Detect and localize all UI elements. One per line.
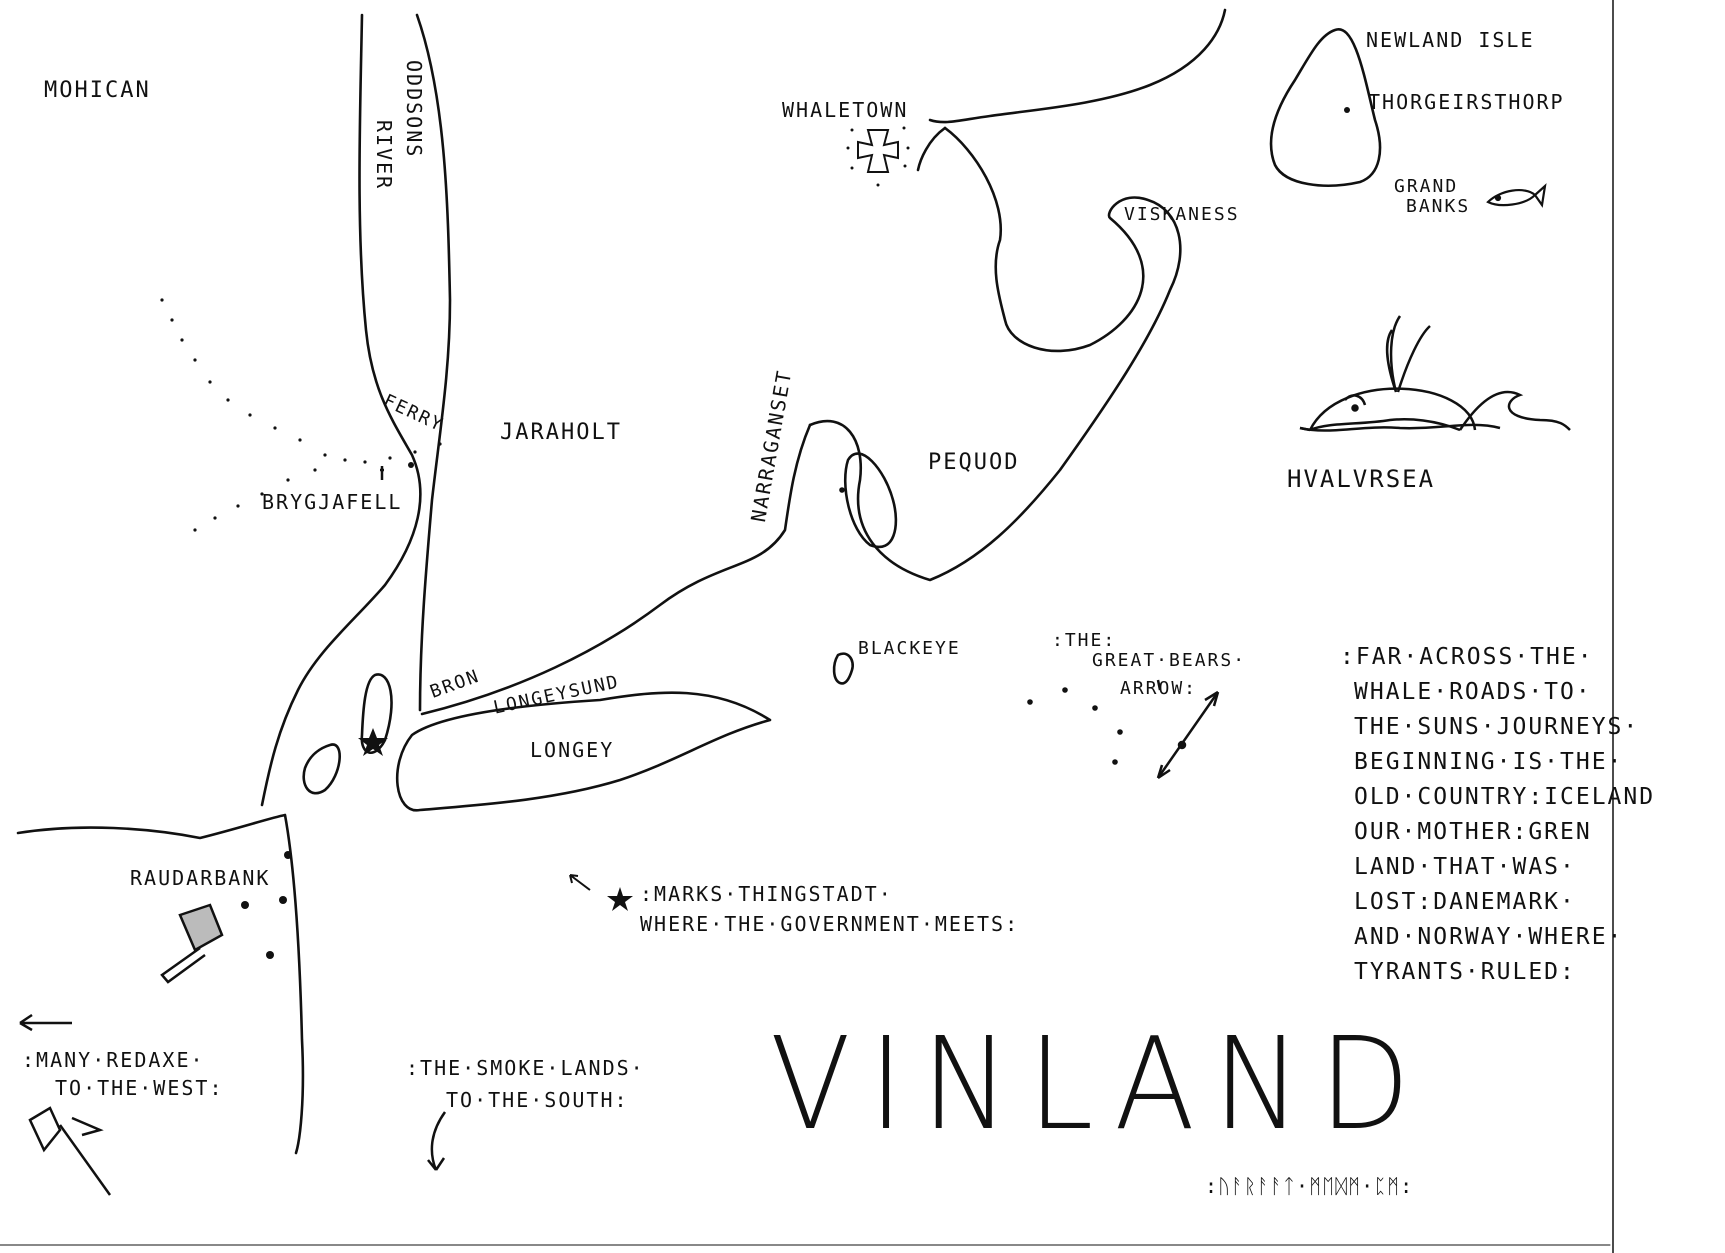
south-note-line2: TO·THE·SOUTH: xyxy=(446,1088,629,1112)
south-note-line1: :THE·SMOKE·LANDS· xyxy=(406,1056,645,1080)
label-whaletown: WHALETOWN xyxy=(782,98,909,122)
blackeye-isle xyxy=(832,652,854,685)
label-viskaness: VISKANESS xyxy=(1124,204,1240,225)
label-raudarbank: RAUDARBANK xyxy=(130,866,271,890)
thingstadt-note-line1: :MARKS·THINGSTADT· xyxy=(640,882,893,906)
river-east-bank xyxy=(415,13,452,712)
south-arrow-icon xyxy=(427,1111,447,1171)
runic-signature: :ᚢᚨᚱᚨᚨᛏ·ᛗᛖᛞᛗ·ᛈᛗ: xyxy=(1205,1174,1414,1198)
label-mohican: MOHICAN xyxy=(44,78,151,103)
constellation-stars xyxy=(839,107,1350,765)
river-west-bank xyxy=(260,13,422,807)
label-pequod: PEQUOD xyxy=(928,450,1020,475)
lore-line: LAND·THAT·WAS· xyxy=(1354,854,1576,880)
map-title: VINLAND xyxy=(770,1009,1429,1159)
label-grand: GRAND xyxy=(1394,176,1459,197)
lore-line: THE·SUNS·JOURNEYS· xyxy=(1354,714,1640,740)
islet-west xyxy=(302,743,341,795)
lore-line: BEGINNING·IS·THE· xyxy=(1354,749,1624,775)
coast-whaletown xyxy=(916,126,947,172)
lore-line: AND·NORWAY·WHERE· xyxy=(1354,924,1624,950)
west-note-line1: :MANY·REDAXE· xyxy=(22,1048,205,1072)
label-longey: LONGEY xyxy=(530,738,615,762)
label-jaraholt: JARAHOLT xyxy=(500,420,622,445)
lore-line: WHALE·ROADS·TO· xyxy=(1354,679,1592,705)
label-constellation-1: :THE: xyxy=(1052,630,1117,651)
newland-isle xyxy=(1269,28,1382,187)
legend-star-icon xyxy=(607,887,633,911)
whaletown-dots xyxy=(846,126,910,187)
brygjafell-marker-icon xyxy=(380,466,384,480)
lore-line: LOST:DANEMARK· xyxy=(1354,889,1576,915)
label-thorgeirsthorp: THORGEIRSTHORP xyxy=(1368,90,1565,114)
axe-icon xyxy=(160,903,224,984)
whale-icon xyxy=(1299,315,1571,432)
lore-text: :FAR·ACROSS·THE· WHALE·ROADS·TO· THE·SUN… xyxy=(1340,640,1655,990)
coast-longeysund xyxy=(420,423,812,716)
raudarbank-dots xyxy=(241,851,292,959)
dotted-trail-south xyxy=(193,468,317,532)
coast-narragansett xyxy=(808,126,1182,582)
label-oddsons: ODDSONS xyxy=(402,60,426,159)
lore-line: :FAR·ACROSS·THE· xyxy=(1340,644,1594,670)
label-constellation-3: ARROW: xyxy=(1120,678,1198,699)
legend-arrow-icon xyxy=(569,874,591,891)
lore-line: TYRANTS·RULED: xyxy=(1354,959,1576,985)
west-note-line2: TO·THE·WEST: xyxy=(55,1076,224,1100)
coast-southwest xyxy=(16,813,305,1155)
label-newland-isle: NEWLAND ISLE xyxy=(1366,28,1535,52)
coast-north xyxy=(928,8,1227,124)
label-river: RIVER xyxy=(372,120,396,191)
fish-icon xyxy=(1486,183,1547,208)
label-hvalursea: HVALVRSEA xyxy=(1287,465,1436,493)
lore-line: OLD·COUNTRY:ICELAND xyxy=(1354,784,1656,810)
whaletown-cross-icon xyxy=(857,129,899,173)
thingstadt-note-line2: WHERE·THE·GOVERNMENT·MEETS: xyxy=(640,912,1020,936)
great-bears-arrow-icon xyxy=(1156,679,1220,780)
thingstadt-star-icon xyxy=(358,728,388,756)
label-constellation-2: GREAT·BEARS· xyxy=(1092,650,1247,671)
redaxe-icon xyxy=(28,1106,112,1196)
label-blackeye: BLACKEYE xyxy=(858,638,961,659)
dotted-trail-north xyxy=(160,298,442,464)
thingstadt-isle xyxy=(360,673,393,754)
longey-isle xyxy=(395,691,772,812)
lore-line: OUR·MOTHER:GREN xyxy=(1354,819,1592,845)
label-banks: BANKS xyxy=(1406,196,1471,217)
west-arrow-icon xyxy=(19,1013,72,1032)
label-brygjafell: BRYGJAFELL xyxy=(262,490,403,514)
pequod-isle xyxy=(843,452,898,549)
